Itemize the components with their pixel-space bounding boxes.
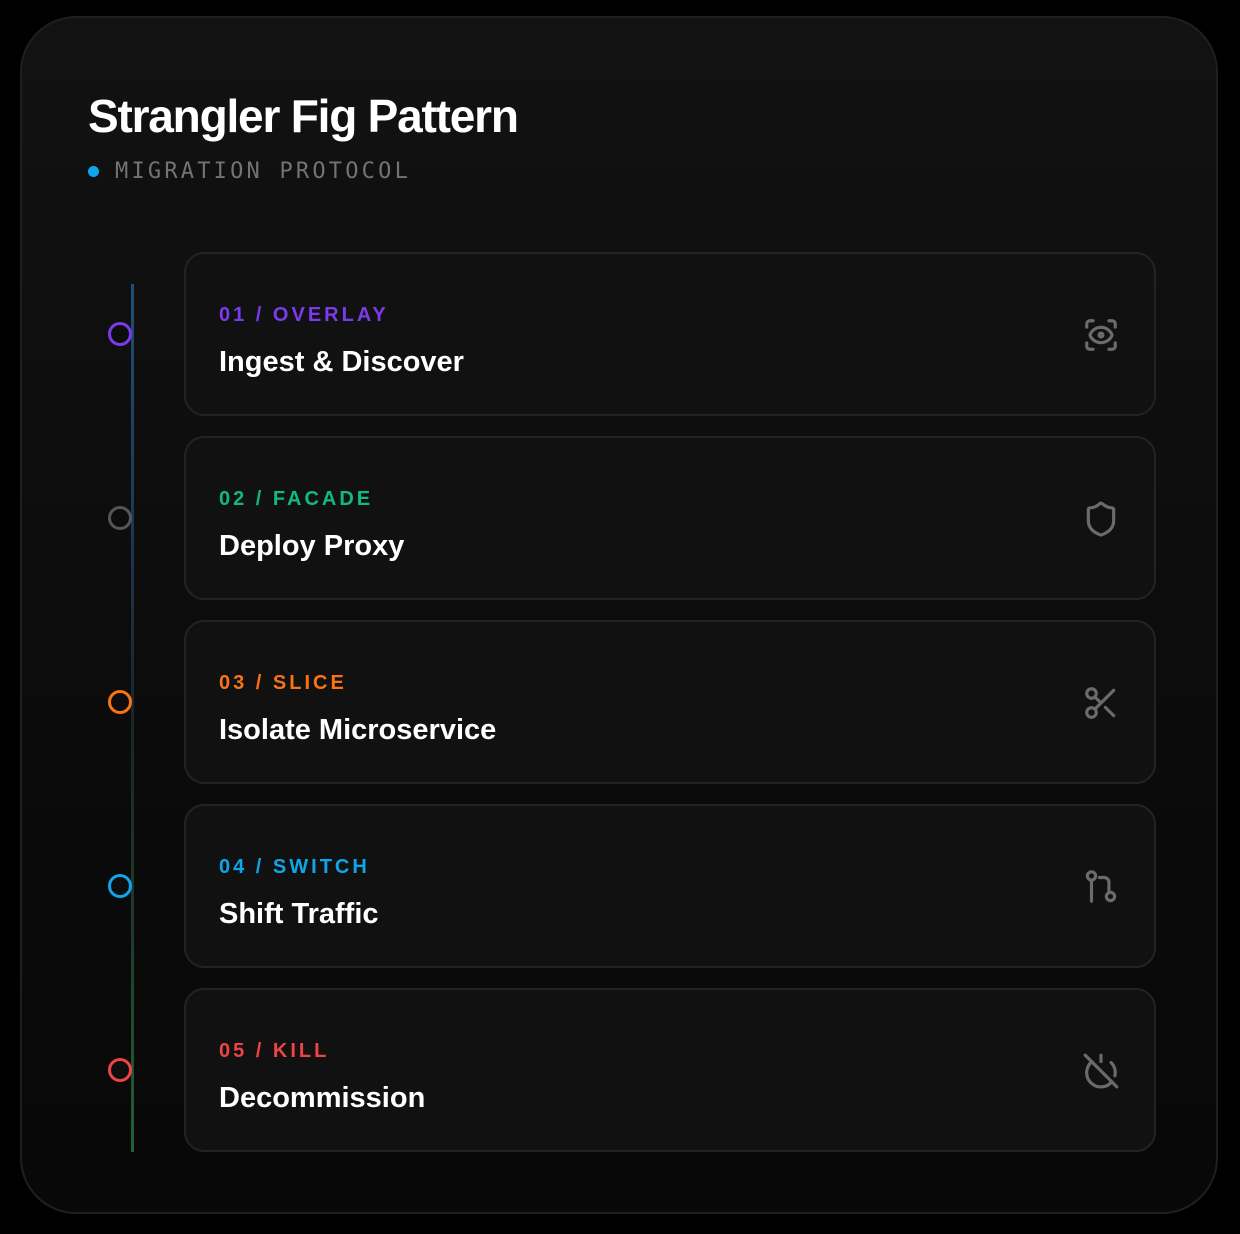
step-title: Isolate Microservice xyxy=(219,714,497,746)
step-card-ingest-discover[interactable]: 01 / OVERLAY Ingest & Discover xyxy=(184,252,1156,416)
power-off-icon xyxy=(1082,1052,1120,1090)
shield-icon xyxy=(1082,500,1120,538)
timeline-node-step-1 xyxy=(108,322,132,346)
step-title: Decommission xyxy=(219,1082,426,1114)
step-tag: 05 / KILL xyxy=(219,1040,330,1062)
step-card-isolate-microservice[interactable]: 03 / SLICE Isolate Microservice xyxy=(184,620,1156,784)
timeline-node-step-5 xyxy=(108,1058,132,1082)
step-tag: 03 / SLICE xyxy=(219,672,347,694)
step-tag: 02 / FACADE xyxy=(219,488,374,510)
page-title: Strangler Fig Pattern xyxy=(88,90,519,142)
timeline-steps: 01 / OVERLAY Ingest & Discover 02 / FACADE… xyxy=(22,18,1216,1212)
scissors-icon xyxy=(1082,684,1120,722)
step-card-shift-traffic[interactable]: 04 / SWITCH Shift Traffic xyxy=(184,804,1156,968)
step-title: Deploy Proxy xyxy=(219,530,405,562)
timeline-node-step-2 xyxy=(108,506,132,530)
timeline-node-step-3 xyxy=(108,690,132,714)
step-card-decommission[interactable]: 05 / KILL Decommission xyxy=(184,988,1156,1152)
git-pull-request-icon xyxy=(1082,868,1120,906)
pattern-panel: Strangler Fig Pattern MIGRATION PROTOCOL… xyxy=(20,16,1218,1214)
step-tag: 04 / SWITCH xyxy=(219,856,370,878)
timeline-node-step-4 xyxy=(108,874,132,898)
scan-eye-icon xyxy=(1082,316,1120,354)
subtitle-row: MIGRATION PROTOCOL xyxy=(88,156,411,186)
step-title: Shift Traffic xyxy=(219,898,379,930)
page-subtitle: MIGRATION PROTOCOL xyxy=(115,158,412,184)
step-tag: 01 / OVERLAY xyxy=(219,304,389,326)
step-title: Ingest & Discover xyxy=(219,346,464,378)
status-dot xyxy=(88,165,99,177)
step-card-deploy-proxy[interactable]: 02 / FACADE Deploy Proxy xyxy=(184,436,1156,600)
timeline-rail xyxy=(131,284,134,1152)
